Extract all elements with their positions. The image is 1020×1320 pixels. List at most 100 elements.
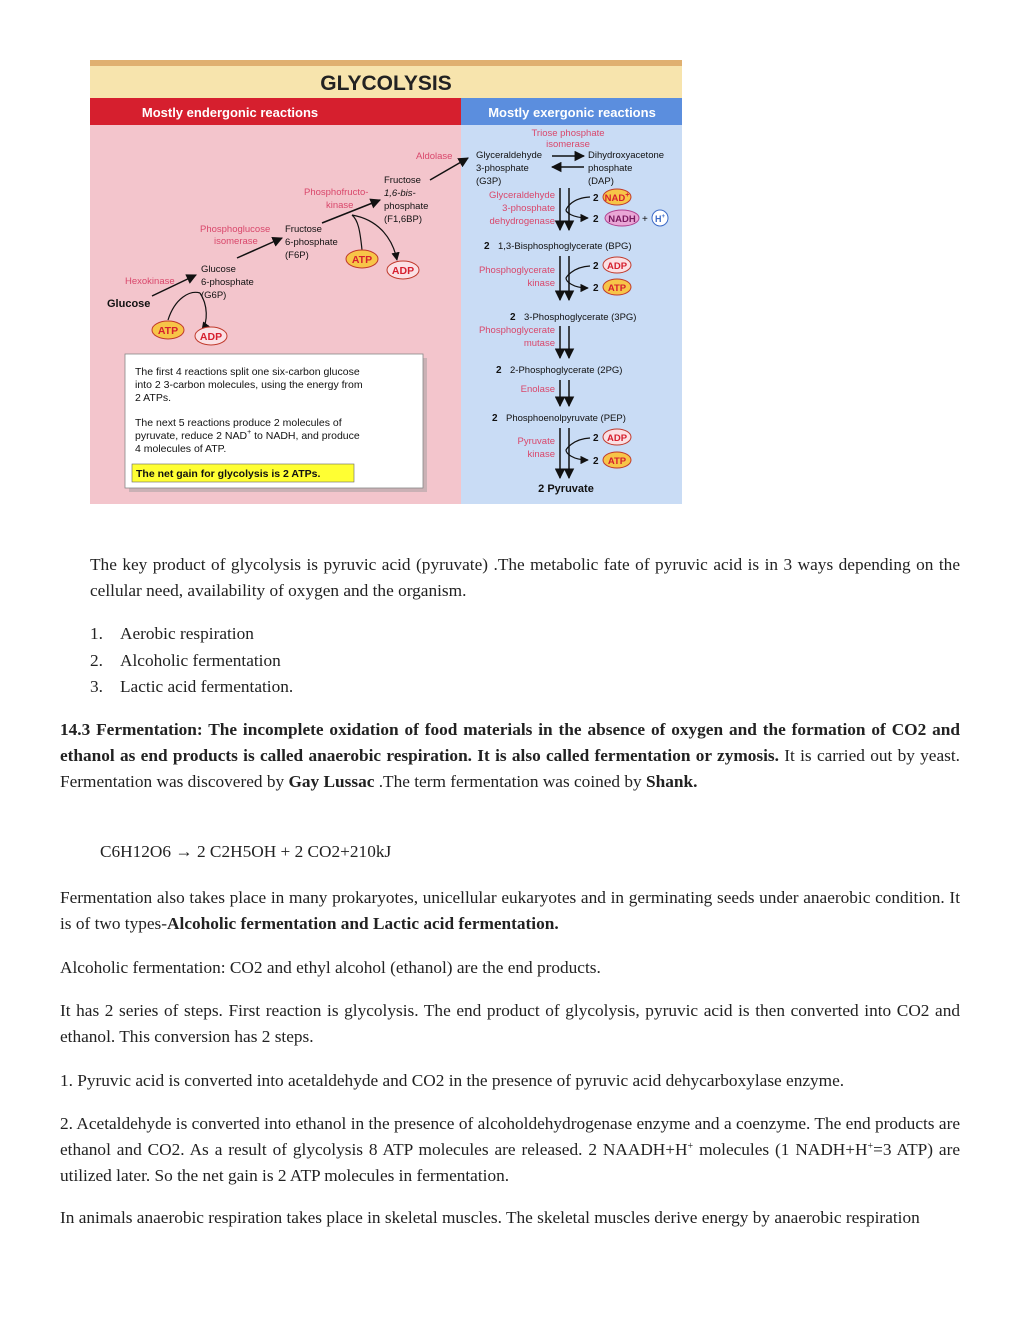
adp-badge-2 [386, 260, 420, 280]
atp-badge-2 [345, 249, 379, 269]
pgk-adp-badge [602, 256, 632, 274]
pk-adp-badge [602, 428, 632, 446]
arrow-glucose-g6p [151, 274, 197, 297]
section-heading-definition: 14.3 Fermentation: The incomplete oxidat… [60, 720, 960, 765]
pgm-line-1: Phosphoglycerate [479, 325, 555, 336]
summary-line-3: 2 ATPs. [135, 392, 171, 404]
atp-consumption-curve-1 [167, 291, 201, 321]
gay-lussac-name: Gay Lussac [288, 772, 375, 791]
pk-atp-count: 2 [593, 456, 599, 467]
list-label: Alcoholic fermentation [120, 650, 281, 670]
pk-atp-badge-text: ATP [608, 456, 627, 467]
g3p-line-3: (G3P) [476, 176, 501, 187]
fermentation-types-bold: Alcoholic fermentation and Lactic acid f… [167, 914, 559, 933]
gapdh-line-3: dehydrogenase [490, 216, 556, 227]
pep-count: 2 [492, 413, 498, 424]
list-item: 1.Aerobic respiration [60, 621, 960, 648]
net-gain-highlight [131, 463, 355, 483]
alcoholic-fermentation-definition: Alcoholic fermentation: CO2 and ethyl al… [60, 958, 601, 977]
arrow-f6p-f16bp [321, 198, 381, 224]
aldolase-label: Aldolase [416, 151, 452, 162]
nad-count: 2 [593, 193, 599, 204]
bpg-count: 2 [484, 241, 490, 252]
adp-badge-1 [194, 326, 228, 346]
enolase-label: Enolase [521, 384, 555, 395]
pgk-atp-badge-text: ATP [608, 283, 627, 294]
list-label: Aerobic respiration [120, 624, 254, 643]
g6p-line-2: 6-phosphate [201, 277, 254, 288]
shank-name: Shank. [646, 772, 698, 791]
pgi-line-2: isomerase [214, 236, 258, 247]
title-band [90, 66, 682, 98]
pgk-atp-badge [602, 278, 632, 296]
pk-atp-badge [602, 451, 632, 469]
f16bp-line-1: Fructose [384, 175, 421, 186]
figure-title: GLYCOLYSIS [320, 72, 452, 95]
proton-badge-text: H+ [655, 214, 666, 224]
arrow-g6p-f6p [236, 237, 283, 259]
atp-badge-2-text: ATP [352, 254, 372, 266]
pfk-line-1: Phosphofructo- [304, 187, 368, 198]
net-gain-text: The net gain for glycolysis is 2 ATPs. [136, 468, 320, 480]
dap-line-3: (DAP) [588, 176, 614, 187]
g6p-line-1: Glucose [201, 264, 236, 275]
fermentation-section-paragraph: 14.3 Fermentation: The incomplete oxidat… [60, 720, 960, 791]
summary-line-6: 4 molecules of ATP. [135, 443, 226, 455]
animals-anaerobic-paragraph: In animals anaerobic respiration takes p… [60, 1208, 920, 1227]
g3p-line-1: Glyceraldehyde [476, 150, 542, 161]
pgk-line-1: Phosphoglycerate [479, 265, 555, 276]
series-of-steps-paragraph: It has 2 series of steps. First reaction… [60, 1001, 960, 1046]
pgk-atp-count: 2 [593, 283, 599, 294]
list-number: 3. [90, 677, 103, 696]
right-header: Mostly exergonic reactions [488, 105, 656, 120]
pyruvate-fate-list: 1.Aerobic respiration 2.Alcoholic fermen… [60, 621, 960, 701]
dap-line-2: phosphate [588, 163, 632, 174]
nadh-badge-text: NADH [608, 214, 636, 225]
pyruvate-label: 2 Pyruvate [538, 483, 594, 495]
summary-line-2: into 2 3-carbon molecules, using the ene… [135, 379, 363, 391]
list-item: 2.Alcoholic fermentation [60, 648, 960, 675]
proton-badge [651, 209, 669, 227]
g6p-line-3: (G6P) [201, 290, 226, 301]
glucose-label: Glucose [107, 298, 150, 310]
f16bp-line-2: 1,6-bis- [384, 188, 416, 199]
nad-reduction-curve [565, 196, 591, 223]
f6p-line-2: 6-phosphate [285, 237, 338, 248]
list-label: Lactic acid fermentation. [120, 677, 294, 696]
pk-adp-badge-text: ADP [607, 433, 628, 444]
gapdh-line-1: Glyceraldehyde [489, 190, 555, 201]
pk-adp-count: 2 [593, 433, 599, 444]
list-item: 3. Lactic acid fermentation. [60, 674, 960, 701]
nad-badge [602, 188, 632, 206]
arrow-f16bp-triose [429, 157, 469, 181]
dap-line-1: Dihydroxyacetone [588, 150, 664, 161]
3pg-label: 3-Phosphoglycerate (3PG) [524, 312, 636, 323]
atp-consumption-curve-2 [351, 214, 363, 251]
plus-superscript: + [687, 1141, 694, 1152]
summary-line-1: The first 4 reactions split one six-carb… [135, 366, 360, 378]
fermentation-equation: C6H12O6 → 2 C2H5OH + 2 CO2+210kJ [100, 842, 392, 861]
pgk-adp-badge-text: ADP [607, 261, 628, 272]
hexokinase-label: Hexokinase [125, 276, 175, 287]
summary-line-4: The next 5 reactions produce 2 molecules… [135, 417, 342, 429]
2pg-label: 2-Phosphoglycerate (2PG) [510, 365, 622, 376]
step-two-paragraph: 2. Acetaldehyde is converted into ethano… [60, 1114, 960, 1185]
g3p-line-2: 3-phosphate [476, 163, 529, 174]
atp-badge-1-text: ATP [158, 325, 178, 337]
tpi-line-1: Triose phosphate [531, 128, 604, 139]
right-header-band [461, 98, 682, 125]
pgk-adp-count: 2 [593, 261, 599, 272]
f6p-line-3: (F6P) [285, 250, 309, 261]
pgi-line-1: Phosphoglucose [200, 224, 270, 235]
left-header: Mostly endergonic reactions [142, 105, 318, 120]
nad-plus-superscript: + [247, 429, 251, 436]
adp-badge-1-text: ADP [200, 331, 222, 343]
3pg-count: 2 [510, 312, 516, 323]
pgk-atp-curve [565, 265, 591, 293]
title-top-stripe [90, 60, 682, 66]
adp-release-curve-2 [351, 214, 400, 261]
pk-atp-curve [565, 437, 591, 465]
2pg-count: 2 [496, 365, 502, 376]
f16bp-line-4: (F1,6BP) [384, 214, 422, 225]
adp-badge-2-text: ADP [392, 265, 414, 277]
